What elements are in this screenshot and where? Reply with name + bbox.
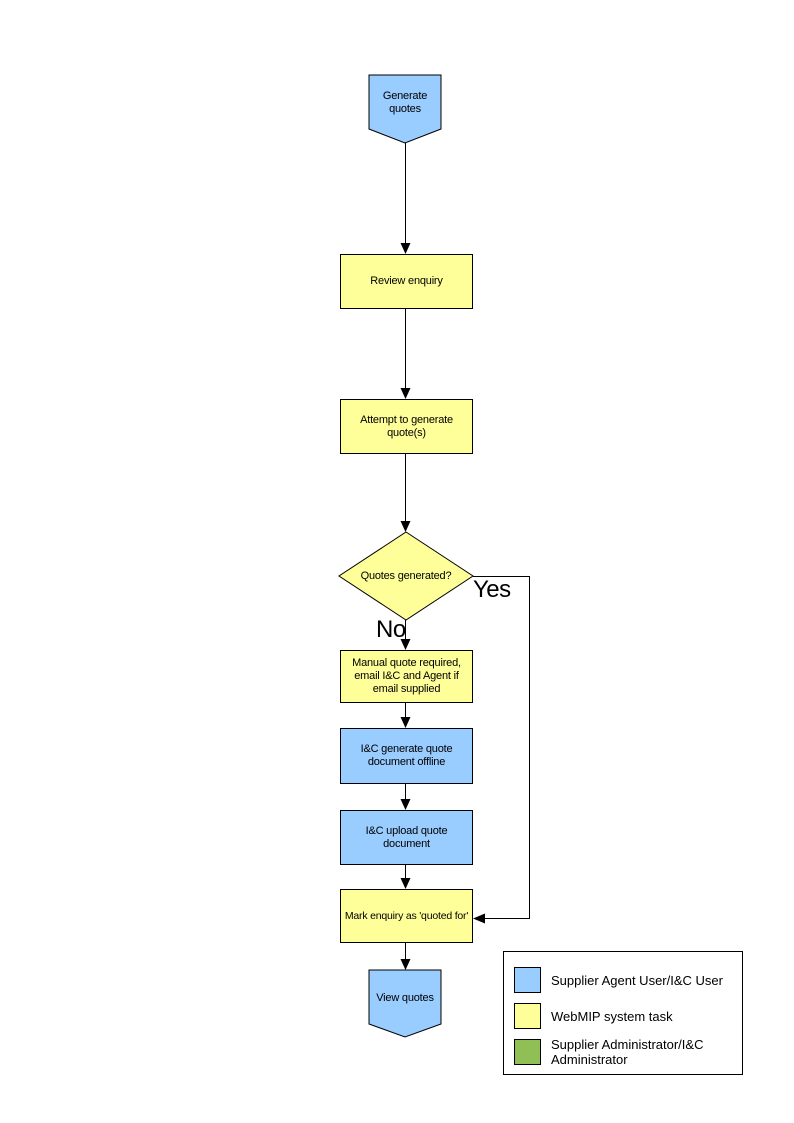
process-generate-offline: I&C generate quote document offline [340, 728, 473, 784]
legend-label-administrator: Supplier Administrator/I&C Administrator [551, 1037, 704, 1067]
process-mark-quoted: Mark enquiry as 'quoted for' [340, 889, 473, 943]
legend-swatch-blue [514, 967, 541, 993]
edge-no-label: No [376, 616, 406, 643]
legend-label-agent-user: Supplier Agent User/I&C User [551, 972, 723, 988]
process-attempt-generate: Attempt to generate quote(s) [340, 399, 473, 454]
legend-item-agent-user: Supplier Agent User/I&C User [514, 965, 736, 995]
legend-item-system-task: WebMIP system task [514, 1001, 736, 1031]
process-upload-document: I&C upload quote document [340, 810, 473, 865]
legend: Supplier Agent User/I&C User WebMIP syst… [503, 951, 743, 1075]
decision-diamond-label-box: Quotes generated? [346, 534, 466, 618]
process-generate-offline-label: I&C generate quote document offline [360, 743, 453, 768]
decision-diamond-label: Quotes generated? [360, 569, 452, 582]
process-manual-quote: Manual quote required, email I&C and Age… [340, 650, 473, 703]
process-review-enquiry: Review enquiry [340, 254, 473, 309]
legend-item-administrator: Supplier Administrator/I&C Administrator [514, 1035, 736, 1069]
legend-swatch-green [514, 1039, 541, 1065]
process-review-enquiry-label: Review enquiry [370, 275, 443, 287]
process-mark-quoted-label: Mark enquiry as 'quoted for' [344, 909, 469, 922]
start-terminator-label: Generate quotes [382, 90, 428, 115]
end-terminator-label: View quotes [376, 991, 434, 1004]
start-terminator-label-box: Generate quotes [369, 77, 441, 129]
legend-label-system-task: WebMIP system task [551, 1008, 673, 1024]
process-upload-document-label: I&C upload quote document [365, 824, 448, 850]
process-attempt-generate-label: Attempt to generate quote(s) [360, 413, 453, 439]
legend-swatch-yellow [514, 1003, 541, 1029]
process-manual-quote-label: Manual quote required, email I&C and Age… [352, 657, 461, 695]
edge-yes-label: Yes [473, 576, 511, 603]
end-terminator-label-box: View quotes [369, 972, 441, 1024]
